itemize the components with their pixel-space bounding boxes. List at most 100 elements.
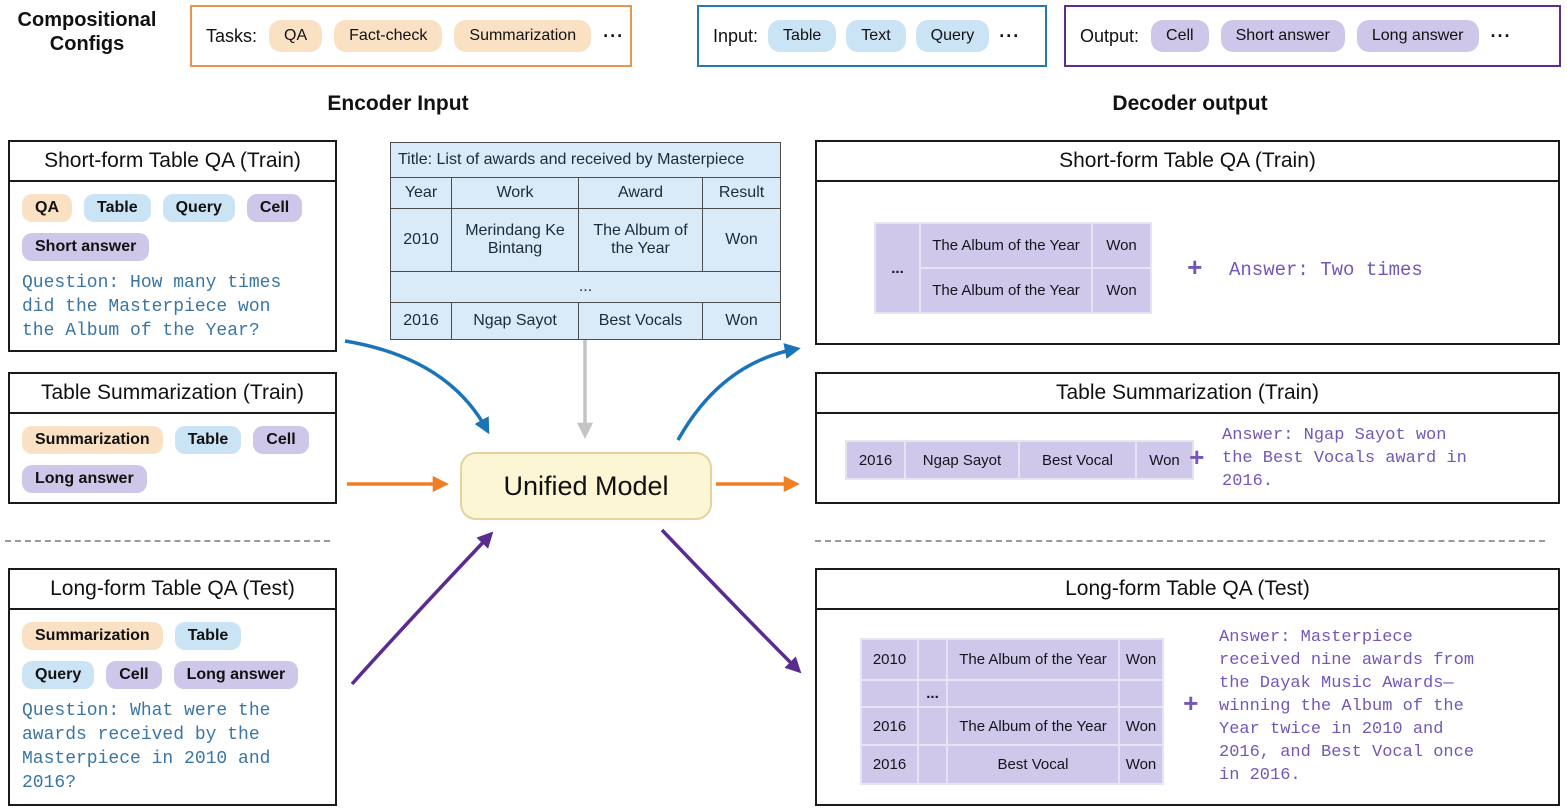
output-config-box: Output: Cell Short answer Long answer ··…	[1064, 5, 1561, 67]
decoder-table-cell: 2016	[862, 708, 917, 744]
arrow-decoder-longform-purple	[660, 528, 802, 674]
unified-model-box: Unified Model	[460, 452, 712, 520]
source-table-cell: Won	[701, 302, 782, 340]
input-pill-text: Text	[846, 20, 906, 52]
tasks-label: Tasks:	[206, 25, 258, 46]
decoder-table-spacer	[948, 681, 1118, 706]
plus-sign: +	[1187, 254, 1203, 284]
decoder-shortform-answer: Answer: Two times	[1229, 259, 1423, 281]
decoder-output-header: Decoder output	[1112, 92, 1268, 115]
encoder-shortform-tags: QA Table Query Cell Short answer	[22, 194, 323, 261]
decoder-table-cell: The Album of the Year	[921, 224, 1091, 267]
source-table-header-result: Result	[701, 177, 782, 209]
tag-query: Query	[22, 661, 95, 689]
source-table-header-work: Work	[451, 177, 579, 209]
decoder-table-cell: Best Vocal	[1020, 442, 1135, 478]
decoder-shortform-title: Short-form Table QA (Train)	[817, 142, 1558, 182]
encoder-shortform-panel: Short-form Table QA (Train) QA Table Que…	[8, 140, 337, 352]
decoder-table-cell: The Album of the Year	[948, 640, 1118, 679]
tag-cell: Cell	[253, 426, 309, 454]
tag-long-answer: Long answer	[173, 661, 299, 689]
compositional-configs-line2: Configs	[49, 33, 125, 55]
encoder-summarization-body: Summarization Table Cell Long answer	[10, 414, 335, 505]
source-table-cell: Best Vocals	[578, 302, 703, 340]
decoder-shortform-panel: Short-form Table QA (Train) ... The Albu…	[815, 140, 1560, 345]
decoder-table-cell: Won	[1120, 640, 1162, 679]
decoder-table-cell: Ngap Sayot	[906, 442, 1018, 478]
compositional-configs-line1: Compositional	[17, 9, 157, 31]
input-label: Input:	[713, 25, 759, 46]
encoder-shortform-title: Short-form Table QA (Train)	[10, 142, 335, 182]
tasks-ellipsis: ···	[603, 25, 625, 46]
input-pill-table: Table	[768, 20, 837, 52]
source-table-cell: Ngap Sayot	[451, 302, 579, 340]
tag-cell: Cell	[106, 661, 162, 689]
tag-qa: QA	[22, 194, 72, 222]
decoder-table-spacer	[919, 708, 946, 744]
encoder-longform-tags: Summarization Table Query Cell Long answ…	[22, 622, 323, 689]
encoder-longform-body: Summarization Table Query Cell Long answ…	[10, 610, 335, 807]
decoder-table-cell: Won	[1120, 708, 1162, 744]
decoder-table-cell: Won	[1093, 269, 1150, 312]
compositional-configs-label: Compositional Configs	[8, 8, 166, 56]
decoder-summarization-table: 2016 Ngap Sayot Best Vocal Won	[845, 440, 1194, 480]
source-table-cell: Merindang Ke Bintang	[451, 208, 579, 272]
task-pill-factcheck: Fact-check	[334, 20, 443, 52]
train-test-divider-right	[815, 540, 1545, 542]
decoder-table-cell: The Album of the Year	[921, 269, 1091, 312]
source-table-ellipsis-row: ...	[389, 271, 782, 303]
source-table-header-year: Year	[390, 177, 452, 209]
arrow-encoder-longform-purple	[350, 531, 494, 686]
tag-table: Table	[84, 194, 151, 222]
output-pill-long-answer: Long answer	[1356, 20, 1479, 52]
decoder-longform-panel: Long-form Table QA (Test) 2010 The Album…	[815, 568, 1560, 806]
output-ellipsis: ···	[1490, 25, 1512, 46]
source-table-cell: Won	[701, 208, 782, 272]
decoder-table-cell: 2016	[847, 442, 904, 478]
decoder-table-cell: Won	[1137, 442, 1192, 478]
decoder-table-cell: The Album of the Year	[948, 708, 1118, 744]
tag-table: Table	[174, 622, 242, 650]
source-table: Title: List of awards and received by Ma…	[389, 142, 782, 340]
task-pill-qa: QA	[269, 20, 323, 52]
tag-summarization: Summarization	[22, 622, 163, 650]
source-table-title: Title: List of awards and received by Ma…	[389, 142, 782, 178]
encoder-summarization-panel: Table Summarization (Train) Summarizatio…	[8, 372, 337, 504]
tasks-config-box: Tasks: QA Fact-check Summarization ···	[190, 5, 632, 67]
plus-sign: +	[1189, 444, 1205, 474]
decoder-longform-table: 2010 The Album of the Year Won ... 2016 …	[860, 638, 1164, 785]
encoder-input-header: Encoder Input	[327, 92, 469, 115]
decoder-shortform-table: ... The Album of the Year Won The Album …	[874, 222, 1152, 314]
decoder-table-cell: 2016	[862, 746, 917, 783]
encoder-summarization-title: Table Summarization (Train)	[10, 374, 335, 414]
input-config-box: Input: Table Text Query ···	[697, 5, 1047, 67]
train-test-divider-left	[5, 540, 330, 542]
arrow-encoder-shortform-blue	[344, 339, 490, 435]
decoder-table-spacer	[1120, 681, 1162, 706]
decoder-table-ellipsis-cell: ...	[876, 224, 919, 312]
decoder-summarization-title: Table Summarization (Train)	[817, 374, 1558, 414]
decoder-table-spacer	[919, 746, 946, 783]
output-label: Output:	[1080, 25, 1140, 46]
decoder-table-cell: Best Vocal	[948, 746, 1118, 783]
plus-sign: +	[1183, 690, 1199, 720]
encoder-longform-question: Question: What were the awards received …	[22, 701, 271, 793]
input-ellipsis: ···	[999, 25, 1021, 46]
encoder-shortform-question: Question: How many times did the Masterp…	[22, 273, 282, 341]
encoder-summarization-tags: Summarization Table Cell Long answer	[22, 426, 323, 493]
decoder-summarization-panel: Table Summarization (Train) 2016 Ngap Sa…	[815, 372, 1560, 504]
decoder-summarization-answer: Answer: Ngap Sayot won the Best Vocals a…	[1222, 426, 1467, 491]
tag-summarization: Summarization	[22, 426, 163, 454]
output-pill-short-answer: Short answer	[1220, 20, 1345, 52]
decoder-table-cell: Won	[1120, 746, 1162, 783]
decoder-table-spacer	[862, 681, 917, 706]
source-table-cell: The Album of the Year	[578, 208, 703, 272]
tag-query: Query	[162, 194, 235, 222]
decoder-table-spacer	[919, 640, 946, 679]
decoder-longform-answer: Answer: Masterpiece received nine awards…	[1219, 628, 1475, 785]
decoder-longform-title: Long-form Table QA (Test)	[817, 570, 1558, 610]
tag-cell: Cell	[246, 194, 303, 222]
tag-short-answer: Short answer	[22, 233, 150, 261]
decoder-table-cell: Won	[1093, 224, 1150, 267]
